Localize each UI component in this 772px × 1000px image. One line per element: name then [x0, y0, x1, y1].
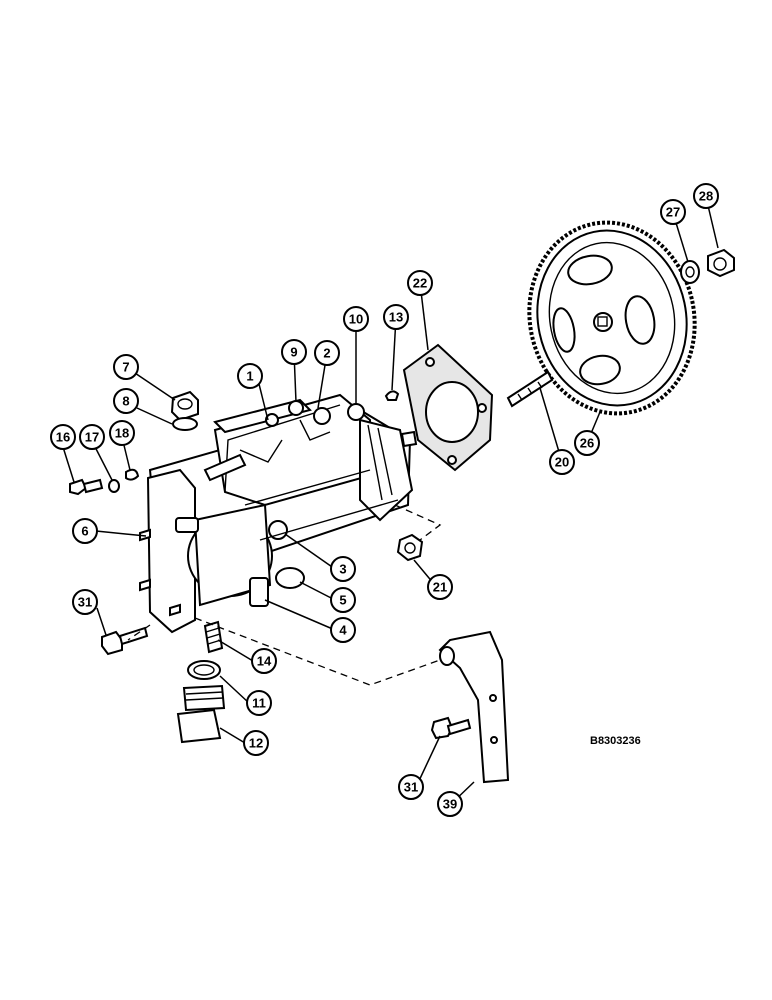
- svg-text:13: 13: [389, 310, 403, 325]
- callout-31-left: 31: [72, 589, 98, 615]
- svg-text:21: 21: [433, 580, 447, 595]
- gear-washer: [680, 260, 700, 284]
- callout-3: 3: [330, 556, 356, 582]
- sealing-washer: [108, 479, 120, 493]
- svg-text:26: 26: [580, 436, 594, 451]
- callout-11: 11: [246, 690, 272, 716]
- flange-nut: [396, 533, 424, 562]
- svg-text:31: 31: [404, 780, 418, 795]
- svg-text:27: 27: [666, 205, 680, 220]
- callout-28: 28: [693, 183, 719, 209]
- callout-20: 20: [549, 449, 575, 475]
- svg-text:31: 31: [78, 595, 92, 610]
- svg-text:20: 20: [555, 455, 569, 470]
- callout-26: 26: [574, 430, 600, 456]
- callout-13: 13: [383, 304, 409, 330]
- callout-12: 12: [243, 730, 269, 756]
- callout-21: 21: [427, 574, 453, 600]
- callout-17: 17: [79, 424, 105, 450]
- plug-fitting: [176, 684, 226, 744]
- alignment-line-gasket: [394, 504, 442, 541]
- injection-pump: [139, 393, 418, 634]
- callout-9: 9: [281, 339, 307, 365]
- svg-text:7: 7: [122, 360, 129, 375]
- svg-text:11: 11: [252, 696, 266, 711]
- mounting-bolt-right: [430, 716, 472, 740]
- callout-16: 16: [50, 424, 76, 450]
- svg-text:16: 16: [56, 430, 70, 445]
- callout-22: 22: [407, 270, 433, 296]
- callout-31-right: 31: [398, 774, 424, 800]
- svg-text:5: 5: [339, 593, 346, 608]
- callout-4: 4: [330, 617, 356, 643]
- callout-2: 2: [314, 340, 340, 366]
- retaining-clip: [125, 468, 140, 481]
- o-ring: [187, 660, 221, 680]
- svg-text:17: 17: [85, 430, 99, 445]
- callout-39: 39: [437, 791, 463, 817]
- callout-7: 7: [113, 354, 139, 380]
- svg-text:6: 6: [81, 524, 88, 539]
- callout-6: 6: [72, 518, 98, 544]
- spring: [203, 620, 224, 654]
- mounting-bolt-left: [101, 626, 149, 656]
- banjo-fitting: [170, 390, 199, 422]
- gear-nut: [707, 248, 735, 278]
- svg-text:14: 14: [257, 654, 272, 669]
- svg-text:22: 22: [413, 276, 427, 291]
- svg-text:10: 10: [349, 312, 363, 327]
- callout-10: 10: [343, 306, 369, 332]
- svg-text:3: 3: [339, 562, 346, 577]
- svg-text:8: 8: [122, 394, 129, 409]
- alignment-line-bolt: [127, 624, 151, 641]
- svg-text:39: 39: [443, 797, 457, 812]
- callout-5: 5: [330, 587, 356, 613]
- callout-1: 1: [237, 363, 263, 389]
- drawing-code: B8303236: [590, 735, 641, 747]
- woodruff-key: [384, 390, 400, 401]
- callout-8: 8: [113, 388, 139, 414]
- alignment-line-bracket: [194, 617, 441, 686]
- callout-18: 18: [109, 420, 135, 446]
- callout-27: 27: [660, 199, 686, 225]
- svg-text:4: 4: [339, 623, 347, 638]
- support-bracket: [438, 630, 510, 784]
- pump-drive-gear: [527, 220, 697, 416]
- fitting-o-ring: [172, 417, 198, 431]
- svg-text:2: 2: [323, 346, 330, 361]
- svg-text:28: 28: [699, 189, 713, 204]
- svg-text:18: 18: [115, 426, 129, 441]
- svg-text:1: 1: [246, 369, 253, 384]
- svg-text:12: 12: [249, 736, 263, 751]
- gear-stud: [506, 370, 554, 408]
- mounting-gasket: [402, 343, 494, 472]
- callout-14: 14: [251, 648, 277, 674]
- svg-text:9: 9: [290, 345, 297, 360]
- banjo-bolt: [69, 478, 104, 496]
